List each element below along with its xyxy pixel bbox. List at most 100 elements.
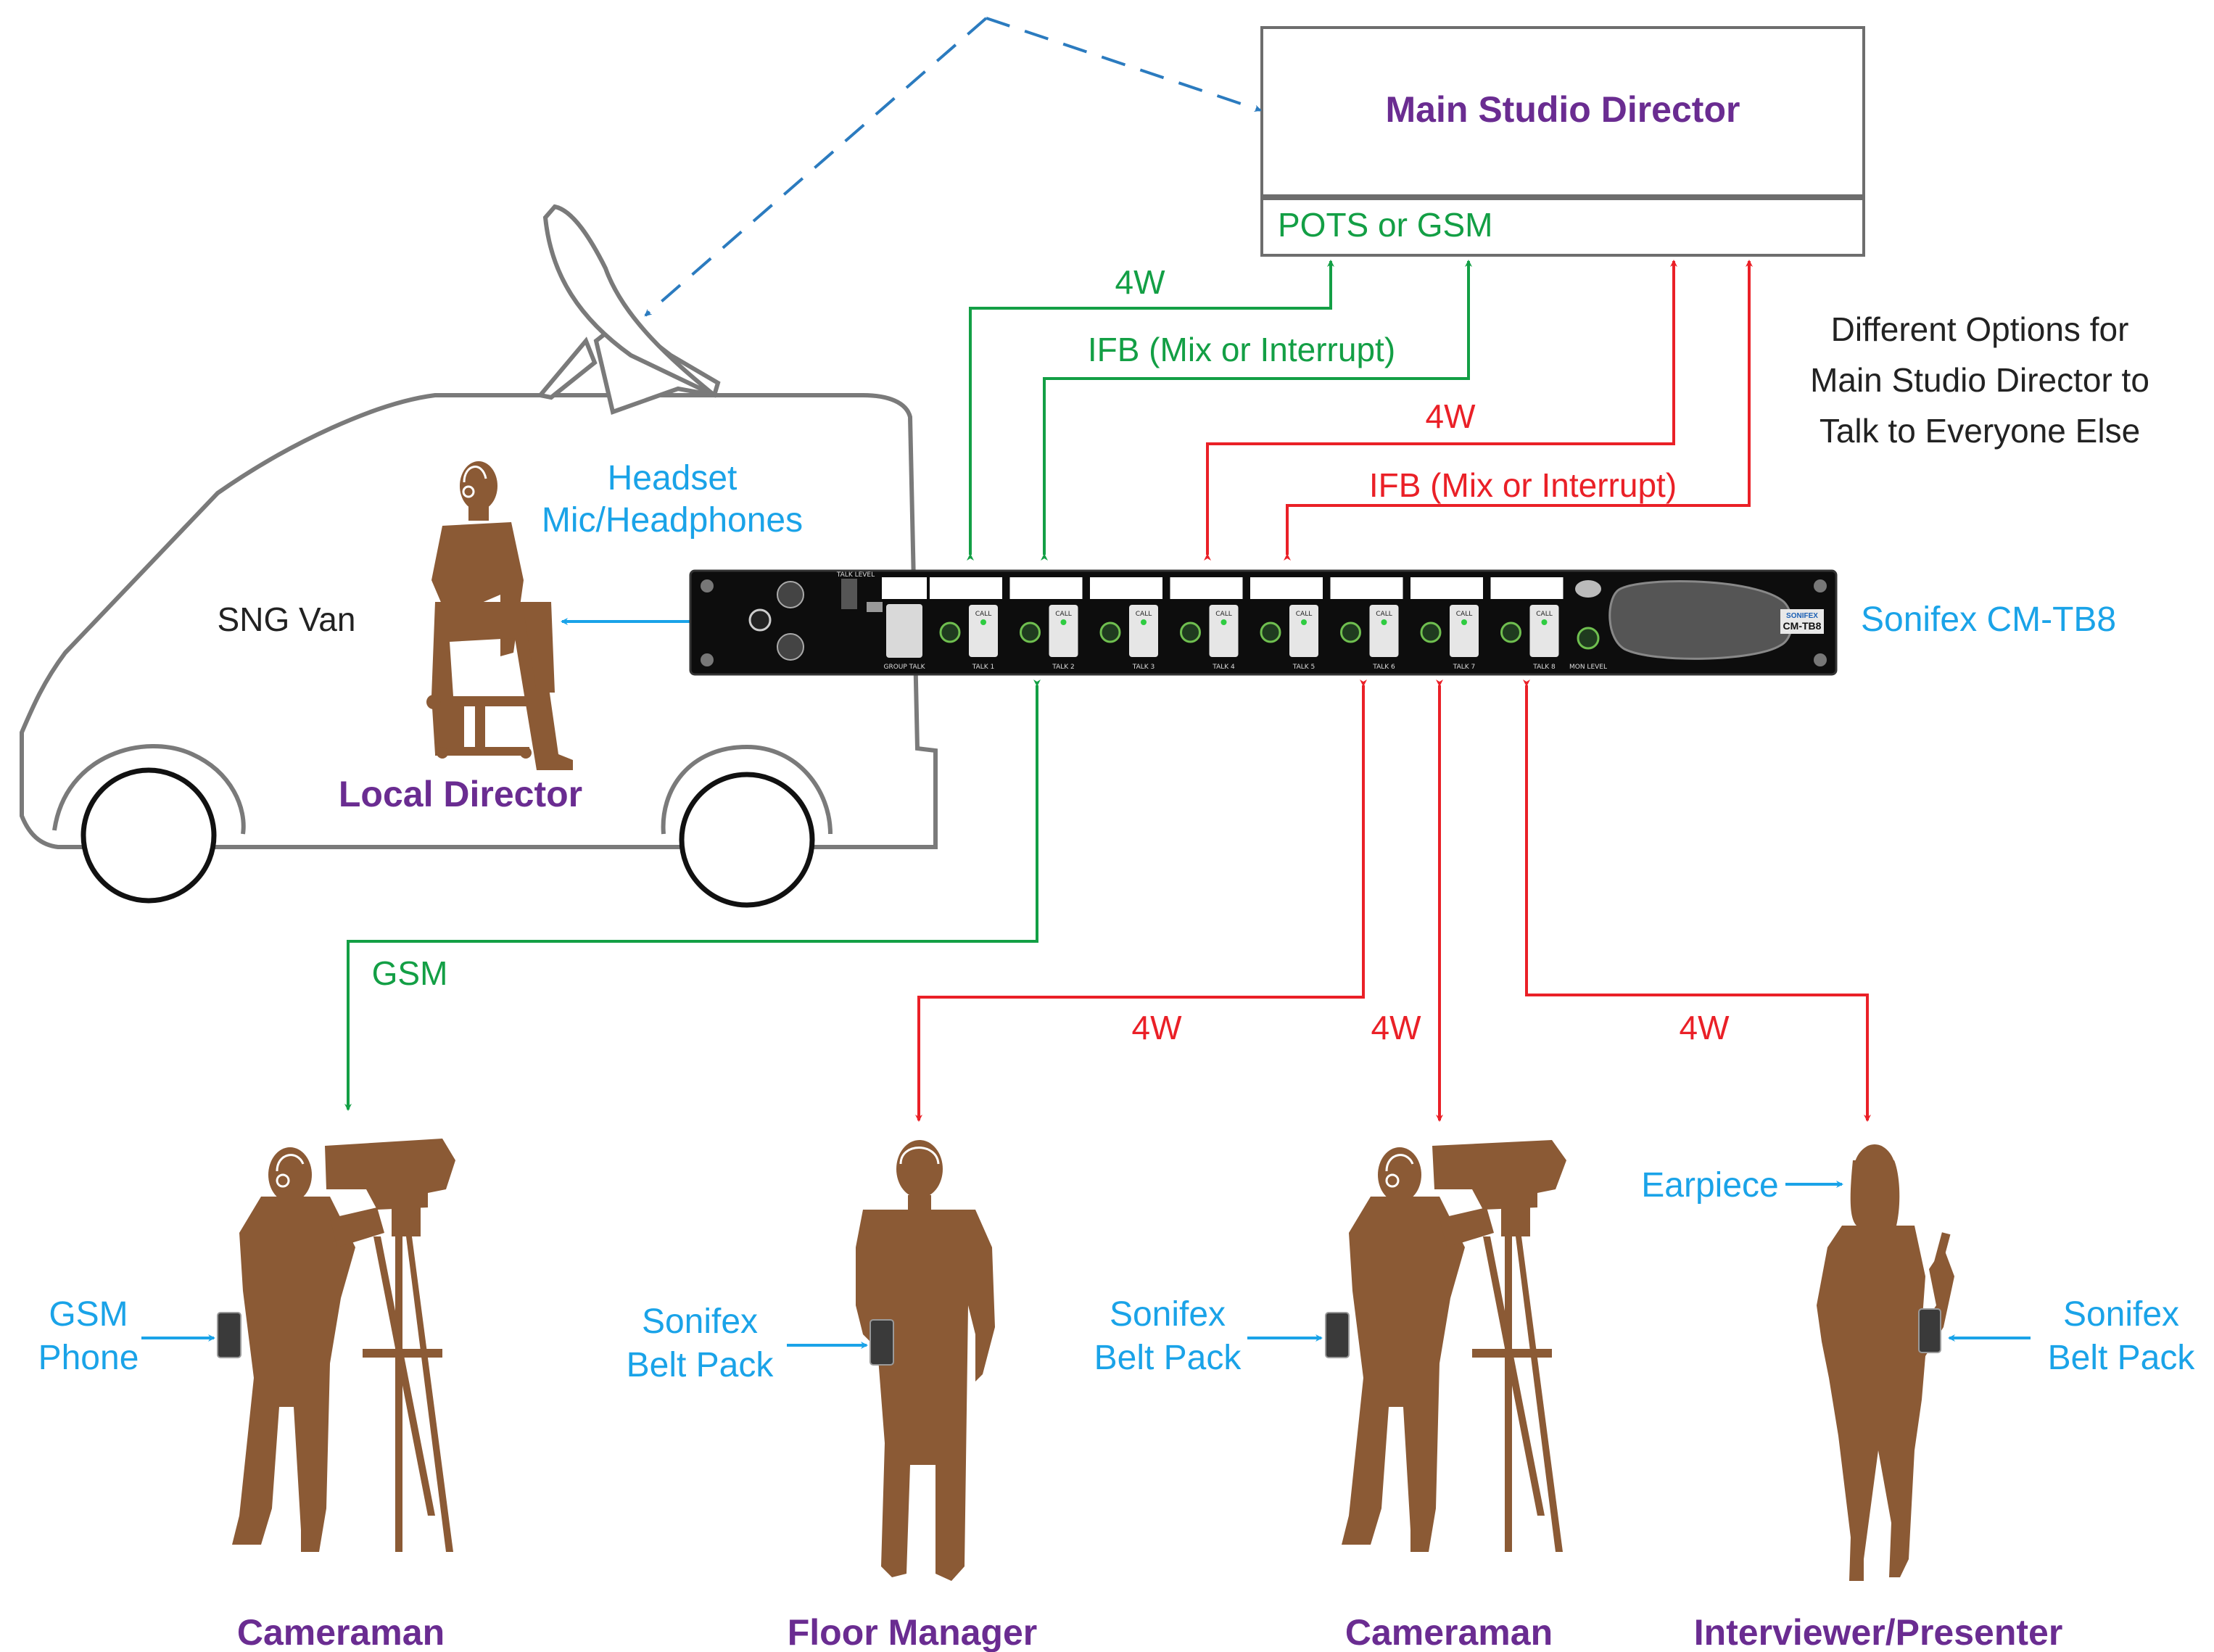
gsm-phone-label-1: GSM: [49, 1295, 128, 1334]
gsm-label: GSM: [372, 954, 448, 992]
channel-name-strip: [1090, 577, 1162, 599]
talk-channel: CALL TALK 3: [1090, 577, 1162, 671]
options-line-1: Different Options for: [1831, 310, 2129, 348]
talk-channel-label: TALK 2: [1052, 664, 1074, 671]
speaker-grille: [1608, 579, 1793, 660]
call-talk-button[interactable]: [1209, 605, 1239, 657]
call-led-icon: [1381, 619, 1387, 625]
channel-name-strip: [930, 577, 1002, 599]
headset-label-2: Mic/Headphones: [542, 501, 803, 540]
talk-channel: CALL TALK 5: [1250, 577, 1323, 671]
headset-icon: [462, 466, 487, 498]
call-talk-button[interactable]: [1369, 605, 1399, 657]
call-led-icon: [1541, 619, 1548, 625]
call-talk-button[interactable]: [1049, 605, 1078, 657]
call-label: CALL: [1215, 611, 1231, 618]
mon-level-label: MON LEVEL: [1569, 664, 1607, 671]
brand-label: SONIFEX: [1786, 612, 1818, 620]
belt-pack-cam2-label-1: Sonifex: [1110, 1295, 1226, 1334]
cameraman2-4w-label: 4W: [1371, 1009, 1422, 1046]
talk-channel: CALL TALK 8: [1490, 577, 1564, 671]
model-label: CM-TB8: [1783, 620, 1822, 632]
floor-manager-figure: [856, 1140, 995, 1581]
channel-name-strip: [1490, 577, 1564, 599]
talk-level-knob[interactable]: [1500, 621, 1521, 643]
call-led-icon: [1220, 619, 1227, 625]
local-director-label: Local Director: [339, 774, 582, 814]
cameraman1-figure: [232, 1139, 455, 1552]
green-4w-link: [967, 260, 1334, 561]
talk-level-knob[interactable]: [1340, 621, 1361, 643]
belt-pack-icon-cam2: [1325, 1312, 1350, 1358]
gsm-phone-icon: [217, 1312, 241, 1358]
talk-channel-label: TALK 1: [972, 664, 994, 671]
studio-box: Main Studio Director POTS or GSM: [1260, 26, 1865, 257]
channel-name-strip: [1330, 577, 1403, 599]
group-talk-button[interactable]: [886, 604, 922, 658]
headset-icon-cam2: [1385, 1154, 1414, 1188]
call-led-icon: [1301, 619, 1307, 625]
channel-name-strip: [1170, 577, 1243, 599]
satellite-link-return: [986, 17, 1262, 112]
call-led-icon: [980, 619, 986, 625]
green-ifb-label: IFB (Mix or Interrupt): [1088, 331, 1395, 368]
talk-channel-label: TALK 8: [1532, 664, 1556, 671]
call-led-icon: [1461, 619, 1467, 625]
headset-jack-icon: [748, 608, 772, 632]
call-talk-button[interactable]: [1289, 605, 1318, 657]
call-talk-button[interactable]: [1129, 605, 1158, 657]
talk-level-knob[interactable]: [1420, 621, 1442, 643]
group-talk-label: GROUP TALK: [883, 664, 925, 671]
options-line-3: Talk to Everyone Else: [1819, 412, 2140, 450]
options-note: Different Options for Main Studio Direct…: [1810, 310, 2149, 450]
belt-pack-fm-label-2: Belt Pack: [627, 1346, 775, 1384]
talk-level-label: TALK LEVEL: [836, 571, 875, 579]
channel-name-strip: [1410, 577, 1483, 599]
satellite-dish-icon: [536, 204, 721, 415]
talk-channel: CALL TALK 6: [1330, 577, 1403, 671]
call-talk-button[interactable]: [969, 605, 998, 657]
talk-level-knob[interactable]: [1020, 621, 1041, 643]
talk-channel-label: TALK 5: [1292, 664, 1315, 671]
studio-title: Main Studio Director: [1386, 89, 1740, 130]
presenter-4w-label: 4W: [1680, 1009, 1730, 1046]
headset-icon-fm: [899, 1147, 940, 1165]
call-talk-button[interactable]: [1450, 605, 1479, 657]
headset-label-1: Headset: [608, 459, 738, 497]
call-label: CALL: [1376, 611, 1392, 618]
floor-manager-label: Floor Manager: [788, 1612, 1037, 1652]
device-name-label: Sonifex CM-TB8: [1861, 600, 2116, 639]
talk-level-knob[interactable]: [939, 621, 961, 643]
van-wheel-rear: [80, 767, 217, 904]
call-label: CALL: [1136, 611, 1152, 618]
red-ifb-label: IFB (Mix or Interrupt): [1369, 466, 1677, 504]
call-label: CALL: [1536, 611, 1552, 618]
van-label: SNG Van: [218, 600, 356, 638]
floor-manager-4w-label: 4W: [1132, 1009, 1183, 1046]
call-talk-button[interactable]: [1529, 605, 1559, 657]
cameraman2-label: Cameraman: [1345, 1612, 1553, 1652]
talk-level-knob[interactable]: [1180, 621, 1201, 643]
call-label: CALL: [1296, 611, 1312, 618]
green-ifb-link: [1041, 260, 1472, 561]
talk-channel-label: TALK 4: [1212, 664, 1235, 671]
headset-icon-cam1: [276, 1154, 305, 1188]
channel-name-strip: [1250, 577, 1323, 599]
talk-channel: CALL TALK 4: [1170, 577, 1243, 671]
belt-pack-fm-label-1: Sonifex: [642, 1302, 758, 1341]
talk-channel-label: TALK 3: [1132, 664, 1154, 671]
talk-channel-label: TALK 6: [1372, 664, 1395, 671]
belt-pack-pres-label-1: Sonifex: [2063, 1295, 2179, 1334]
pots-gsm-label: POTS or GSM: [1278, 206, 1492, 244]
call-label: CALL: [1456, 611, 1472, 618]
belt-pack-pres-label-2: Belt Pack: [2048, 1339, 2196, 1377]
talk-level-knob[interactable]: [1260, 621, 1281, 643]
belt-pack-cam2-label-2: Belt Pack: [1094, 1339, 1242, 1377]
talk-level-knob[interactable]: [1099, 621, 1121, 643]
mon-level-knob[interactable]: [1577, 627, 1600, 650]
belt-pack-icon-presenter: [1918, 1308, 1941, 1353]
